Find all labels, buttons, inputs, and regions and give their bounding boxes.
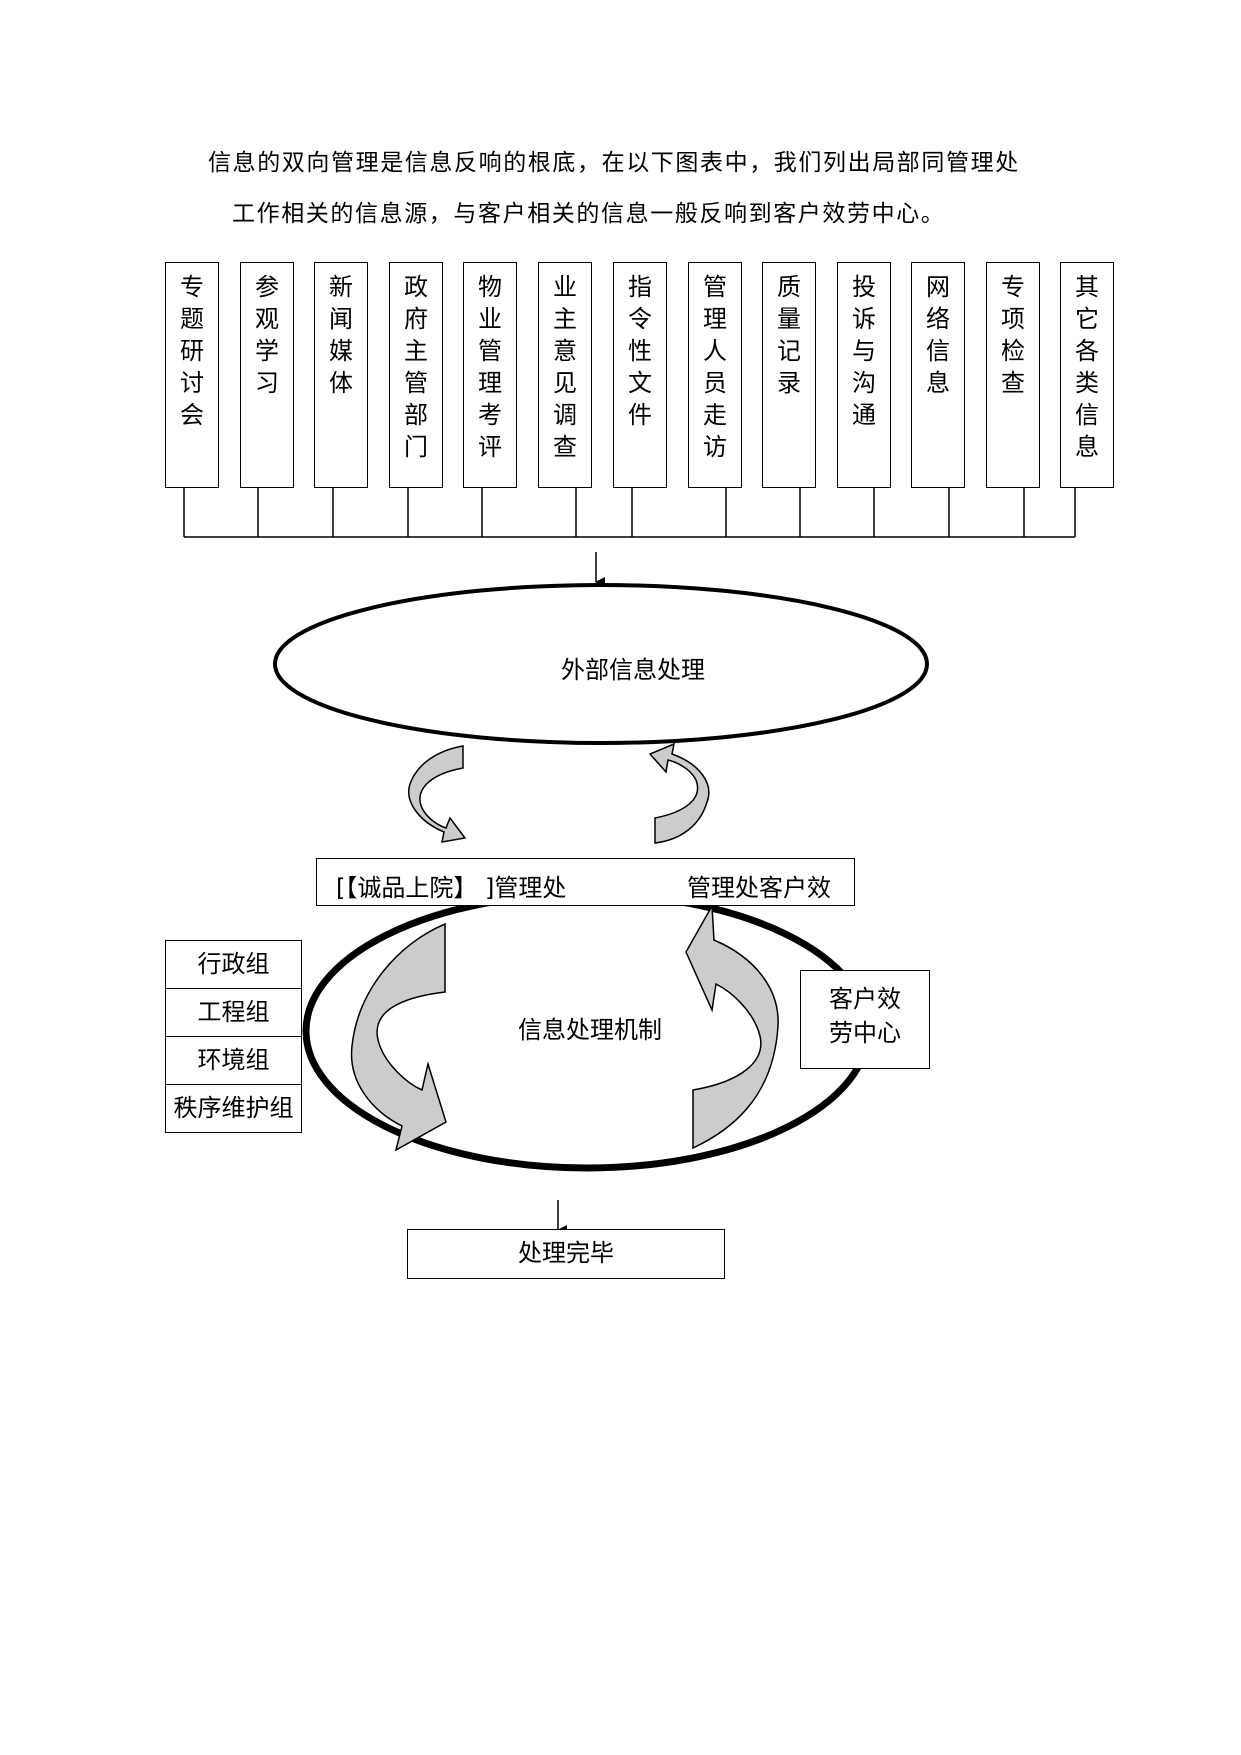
source-label: 业主意见调查 <box>553 273 577 461</box>
source-label: 其它各类信息 <box>1075 273 1099 461</box>
source-box: 专项检查 <box>986 262 1040 488</box>
source-box: 政府主管部门 <box>389 262 443 488</box>
office-bar-right: 管理处客户效 <box>687 874 831 902</box>
service-center-box: 客户效 劳中心 <box>800 970 930 1069</box>
source-box: 网络信息 <box>911 262 965 488</box>
source-label: 物业管理考评 <box>478 273 502 461</box>
mechanism-label: 信息处理机制 <box>518 1016 662 1044</box>
service-center-line-2: 劳中心 <box>829 1019 901 1047</box>
source-label: 网络信息 <box>926 273 950 397</box>
group-box: 秩序维护组 <box>165 1084 302 1133</box>
group-box: 环境组 <box>165 1036 302 1085</box>
source-box: 新闻媒体 <box>314 262 368 488</box>
source-box: 管理人员走访 <box>688 262 742 488</box>
source-label: 新闻媒体 <box>329 273 353 397</box>
external-ellipse <box>273 583 929 745</box>
source-bracket <box>183 488 1076 538</box>
source-box: 专题研讨会 <box>165 262 219 488</box>
intro-line-1: 信息的双向管理是信息反响的根底，在以下图表中，我们列出局部同管理处 <box>208 150 1020 176</box>
office-bar-left: [【诚品上院】 ]管理处 <box>336 874 567 902</box>
source-label: 投诉与沟通 <box>852 273 876 429</box>
source-box: 质量记录 <box>762 262 816 488</box>
group-box: 行政组 <box>165 940 302 989</box>
curved-arrow-down-left <box>408 745 467 843</box>
source-label: 专题研讨会 <box>180 273 204 429</box>
external-label: 外部信息处理 <box>561 656 705 684</box>
done-box: 处理完毕 <box>407 1229 725 1279</box>
source-label: 参观学习 <box>255 273 279 397</box>
source-box: 投诉与沟通 <box>837 262 891 488</box>
source-box: 参观学习 <box>240 262 294 488</box>
mechanism-arrow-right <box>685 903 779 1150</box>
service-center-line-1: 客户效 <box>829 985 901 1013</box>
source-box: 业主意见调查 <box>538 262 592 488</box>
source-box: 其它各类信息 <box>1060 262 1114 488</box>
group-box: 工程组 <box>165 988 302 1037</box>
mechanism-arrow-left <box>350 922 447 1152</box>
curved-arrow-up-right <box>648 742 710 844</box>
intro-line-2: 工作相关的信息源，与客户相关的信息一般反响到客户效劳中心。 <box>232 201 946 227</box>
source-box: 指令性文件 <box>613 262 667 488</box>
source-label: 专项检查 <box>1001 273 1025 397</box>
office-bar: [【诚品上院】 ]管理处 管理处客户效 <box>316 858 855 906</box>
source-label: 指令性文件 <box>628 273 652 429</box>
source-box: 物业管理考评 <box>463 262 517 488</box>
source-label: 政府主管部门 <box>404 273 428 461</box>
source-label: 质量记录 <box>777 273 801 397</box>
source-label: 管理人员走访 <box>703 273 727 461</box>
